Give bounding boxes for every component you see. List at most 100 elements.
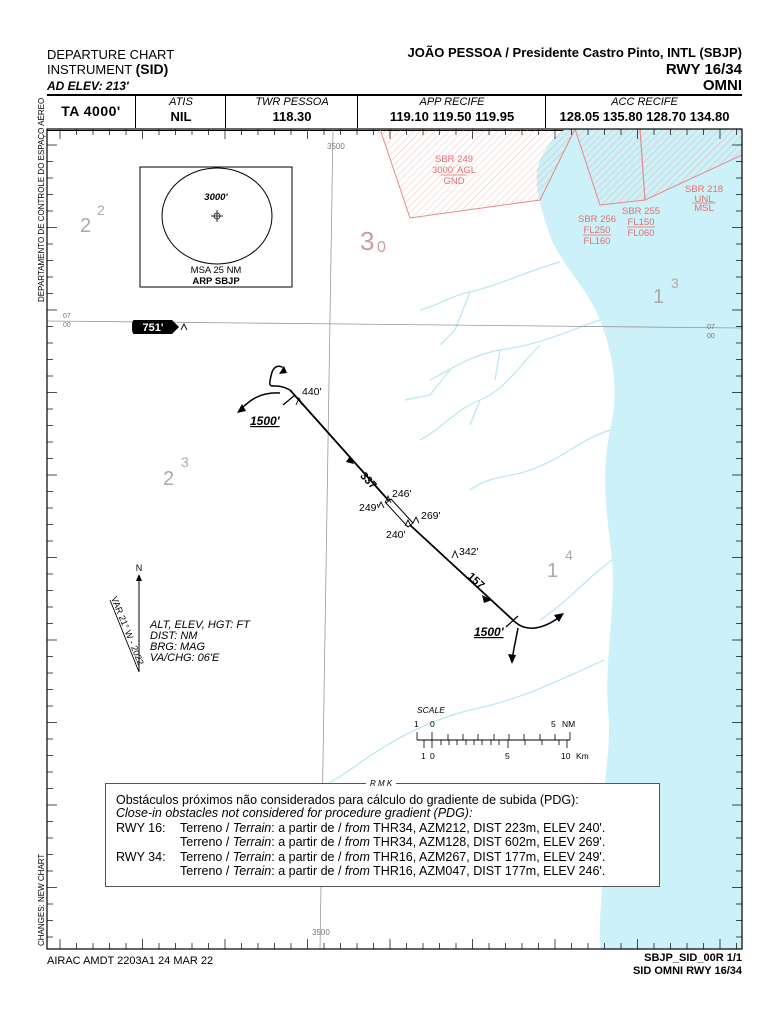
airport-name: JOÃO PESSOA / Presidente Castro Pinto, I… (407, 45, 742, 60)
parallel-minutes-right: 00 (707, 333, 715, 340)
variation-label: VAR 21° W - 2022 (109, 595, 146, 666)
arrow-track-south (482, 595, 492, 603)
msa-circle (161, 167, 273, 265)
runway-label: RWY 16/34 (665, 61, 742, 78)
sbr218-lower: MSL (694, 203, 714, 214)
turn-altitude-north: 1500' (250, 414, 281, 428)
grid-exp-d: 4 (565, 547, 573, 563)
units-legend: ALT, ELEV, HGT: FT DIST: NM BRG: MAG VA/… (149, 619, 251, 664)
scale-nm-0: 0 (430, 719, 435, 729)
sbr256-lower: FL160 (584, 236, 611, 247)
remarks-row: Terreno / Terrain: a partir de / from TH… (180, 821, 606, 835)
side-authority-label: DEPARTAMENTO DE CONTROLE DO ESPAÇO AÉREO (37, 97, 46, 302)
remarks-row: Terreno / Terrain: a partir de / from TH… (180, 864, 606, 878)
meridian-label-top: 3500 (327, 142, 345, 151)
restricted-area-sbr255 (639, 129, 742, 201)
obstacle-246: 246' (392, 488, 412, 500)
sbr256-name: SBR 256 (578, 214, 616, 225)
obstacle-markers (295, 396, 459, 559)
altitude-fix-north (282, 394, 296, 406)
obstacle-symbol (180, 322, 188, 331)
turn-altitude-south: 1500' (474, 625, 505, 639)
approach-label: APP RECIFE (419, 96, 485, 108)
remarks-title: R M K (366, 776, 397, 791)
area-control-label: ACC RECIFE (611, 96, 678, 108)
track-north-label: 337 (357, 470, 378, 492)
atis-value: NIL (170, 109, 192, 124)
ad-elevation: AD ELEV: 213' (47, 79, 129, 93)
msa-label: MSA 25 NM (191, 265, 242, 276)
arrow-west (237, 404, 246, 413)
grid-number-a: 2 (80, 215, 91, 237)
grid-number-c: 2 (163, 468, 174, 490)
remarks-row: Terreno / Terrain: a partir de / from TH… (180, 850, 606, 864)
terrain-number: 3 (360, 226, 374, 256)
atis-cell: ATIS NIL (135, 95, 226, 128)
msa-box: 3000' MSA 25 NM ARP SBJP (139, 166, 293, 288)
obstacle-249: 249' (359, 502, 379, 514)
scale-nm-5: 5 (551, 719, 556, 729)
scale-nm-unit: NM (562, 719, 575, 729)
scale-km-0: 0 (430, 751, 435, 761)
arrow-track-north (346, 456, 354, 464)
area-control-cell: ACC RECIFE 128.05 135.80 128.70 134.80 (545, 95, 743, 128)
north-arrow: N VAR 21° W - 2022 (109, 563, 146, 673)
obstacle-240: 240' (386, 529, 406, 541)
terrain-number-exp: 0 (377, 239, 386, 256)
arrow-east (554, 613, 564, 622)
tower-label: TWR PESSOA (255, 96, 329, 108)
track-arrows (237, 366, 564, 664)
sbr255-upper: FL150 (628, 217, 655, 228)
turn-south-right (514, 614, 563, 629)
transition-altitude-cell: TA 4000' (47, 95, 135, 128)
obstacle-269: 269' (421, 510, 441, 522)
airac-amendment: AIRAC AMDT 2203A1 24 MAR 22 (47, 955, 214, 967)
msa-altitude: 3000' (204, 192, 228, 203)
scale-bar: SCALE (414, 705, 589, 761)
legend-va-chg: VA/CHG: 06'E (150, 652, 220, 664)
spot-elevation-value: 751' (143, 322, 164, 334)
arrow-north (279, 366, 287, 374)
chart-procedure-name: SID OMNI RWY 16/34 (632, 965, 742, 977)
remarks-box: R M K Obstáculos próximos não considerad… (105, 776, 660, 887)
grid-number-d: 1 (547, 560, 558, 582)
sbr255-lower: FL060 (628, 228, 655, 239)
arrow-south (508, 654, 516, 664)
restricted-area-sbr249 (379, 129, 576, 219)
restricted-label-underlines (441, 174, 716, 236)
ocean-area (536, 129, 742, 949)
grid-exp-c: 3 (181, 454, 189, 470)
track-south-label: 157 (465, 571, 487, 592)
track-north-line (289, 389, 390, 502)
atis-label: ATIS (169, 96, 193, 108)
sbr249-lower: GND (443, 176, 464, 187)
remarks-rwy34-label: RWY 34: (116, 850, 166, 864)
obstacle-440: 440' (302, 386, 322, 398)
chart-type-line2: INSTRUMENT (SID) (47, 62, 168, 77)
tower-frequency: 118.30 (272, 109, 312, 124)
msa-reference: ARP SBJP (192, 276, 240, 287)
sbr249-name: SBR 249 (435, 154, 473, 165)
chart-type-sid: (SID) (135, 61, 169, 77)
scale-km-unit: Km (576, 751, 589, 761)
grid-exp-a: 2 (97, 202, 105, 218)
grid-number-b: 1 (653, 286, 664, 308)
sbr218-name: SBR 218 (685, 184, 723, 195)
procedure-name: OMNI (702, 77, 742, 94)
map-frame (46, 128, 743, 950)
scale-km-1: 1 (421, 751, 426, 761)
area-control-frequencies: 128.05 135.80 128.70 134.80 (559, 109, 730, 124)
scale-km-10: 10 (561, 751, 571, 761)
spot-elevation-badge: 751' (132, 320, 188, 334)
restricted-areas (379, 129, 742, 219)
parallel-label-left: 07 (63, 313, 71, 320)
turn-north-left (239, 392, 281, 411)
altitude-fix-south (505, 615, 519, 628)
meridian-label-bottom: 3500 (312, 928, 330, 937)
legend-brg-units: BRG: MAG (150, 641, 205, 653)
transition-altitude: TA 4000' (61, 103, 121, 119)
scale-km-5: 5 (505, 751, 510, 761)
grid-numbers: 2 2 1 3 2 3 1 4 (80, 202, 679, 582)
sbr218-upper: UNL (694, 194, 713, 205)
